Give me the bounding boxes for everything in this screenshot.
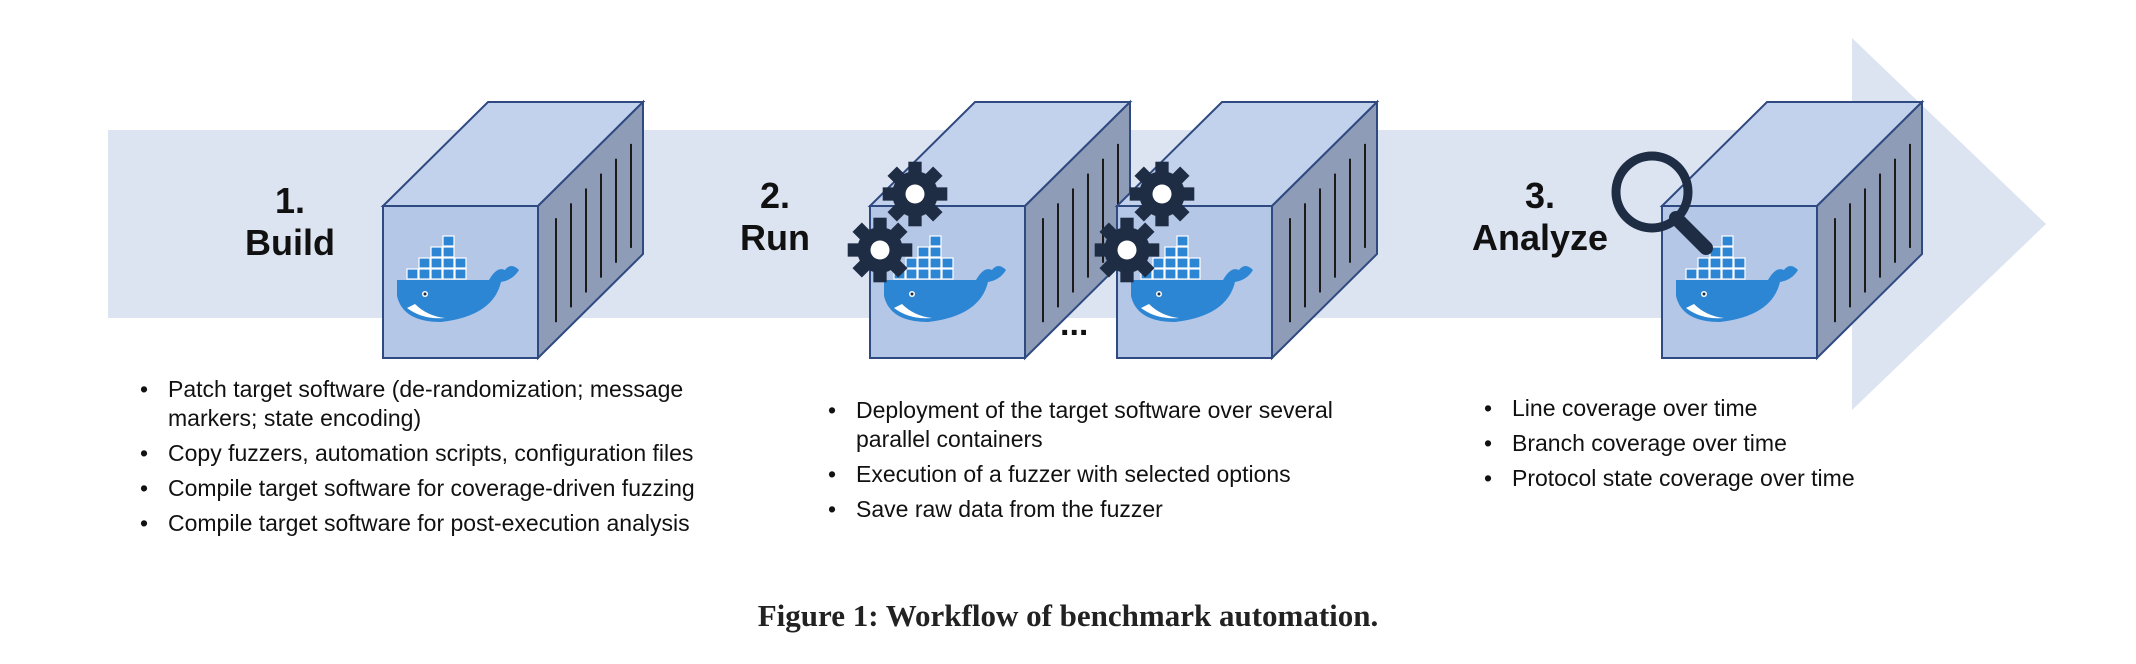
run-container-1 [847, 99, 1133, 361]
stage-analyze-number: 3. [1524, 175, 1556, 216]
stage-analyze-name: Analyze [1471, 217, 1609, 258]
more-containers-ellipsis: ... [1060, 305, 1089, 343]
build-container [380, 99, 646, 361]
list-item: Save raw data from the fuzzer [828, 495, 1348, 524]
gear-icon [882, 161, 948, 227]
gear-icon [1129, 161, 1195, 227]
list-item: Compile target software for post-executi… [140, 509, 740, 538]
list-item: Line coverage over time [1484, 394, 1984, 423]
list-item: Execution of a fuzzer with selected opti… [828, 460, 1348, 489]
run-container-2 [1094, 99, 1380, 361]
gear-icon [1094, 217, 1160, 283]
stage-build-number: 1. [274, 180, 306, 221]
run-bullet-list: Deployment of the target software over s… [828, 396, 1348, 530]
stage-run-number: 2. [759, 175, 791, 216]
list-item: Compile target software for coverage-dri… [140, 474, 740, 503]
stage-run-label: 2. Run [715, 175, 835, 259]
gear-icon [847, 217, 913, 283]
analyze-container [1611, 99, 1925, 361]
magnifier-handle [1669, 211, 1713, 255]
analyze-bullet-list: Line coverage over time Branch coverage … [1484, 394, 1984, 499]
list-item: Copy fuzzers, automation scripts, config… [140, 439, 740, 468]
stage-analyze-label: 3. Analyze [1450, 175, 1630, 259]
magnifier-icon [1611, 151, 1713, 255]
magnifier-lens [1611, 151, 1693, 233]
build-bullet-list: Patch target software (de-randomization;… [140, 375, 740, 544]
list-item: Branch coverage over time [1484, 429, 1984, 458]
stage-run-name: Run [740, 217, 810, 258]
stage-build-name: Build [245, 222, 335, 263]
list-item: Patch target software (de-randomization;… [140, 375, 740, 433]
stage-build-label: 1. Build [215, 180, 365, 264]
list-item: Deployment of the target software over s… [828, 396, 1348, 454]
list-item: Protocol state coverage over time [1484, 464, 1984, 493]
figure-caption: Figure 1: Workflow of benchmark automati… [757, 598, 1379, 633]
